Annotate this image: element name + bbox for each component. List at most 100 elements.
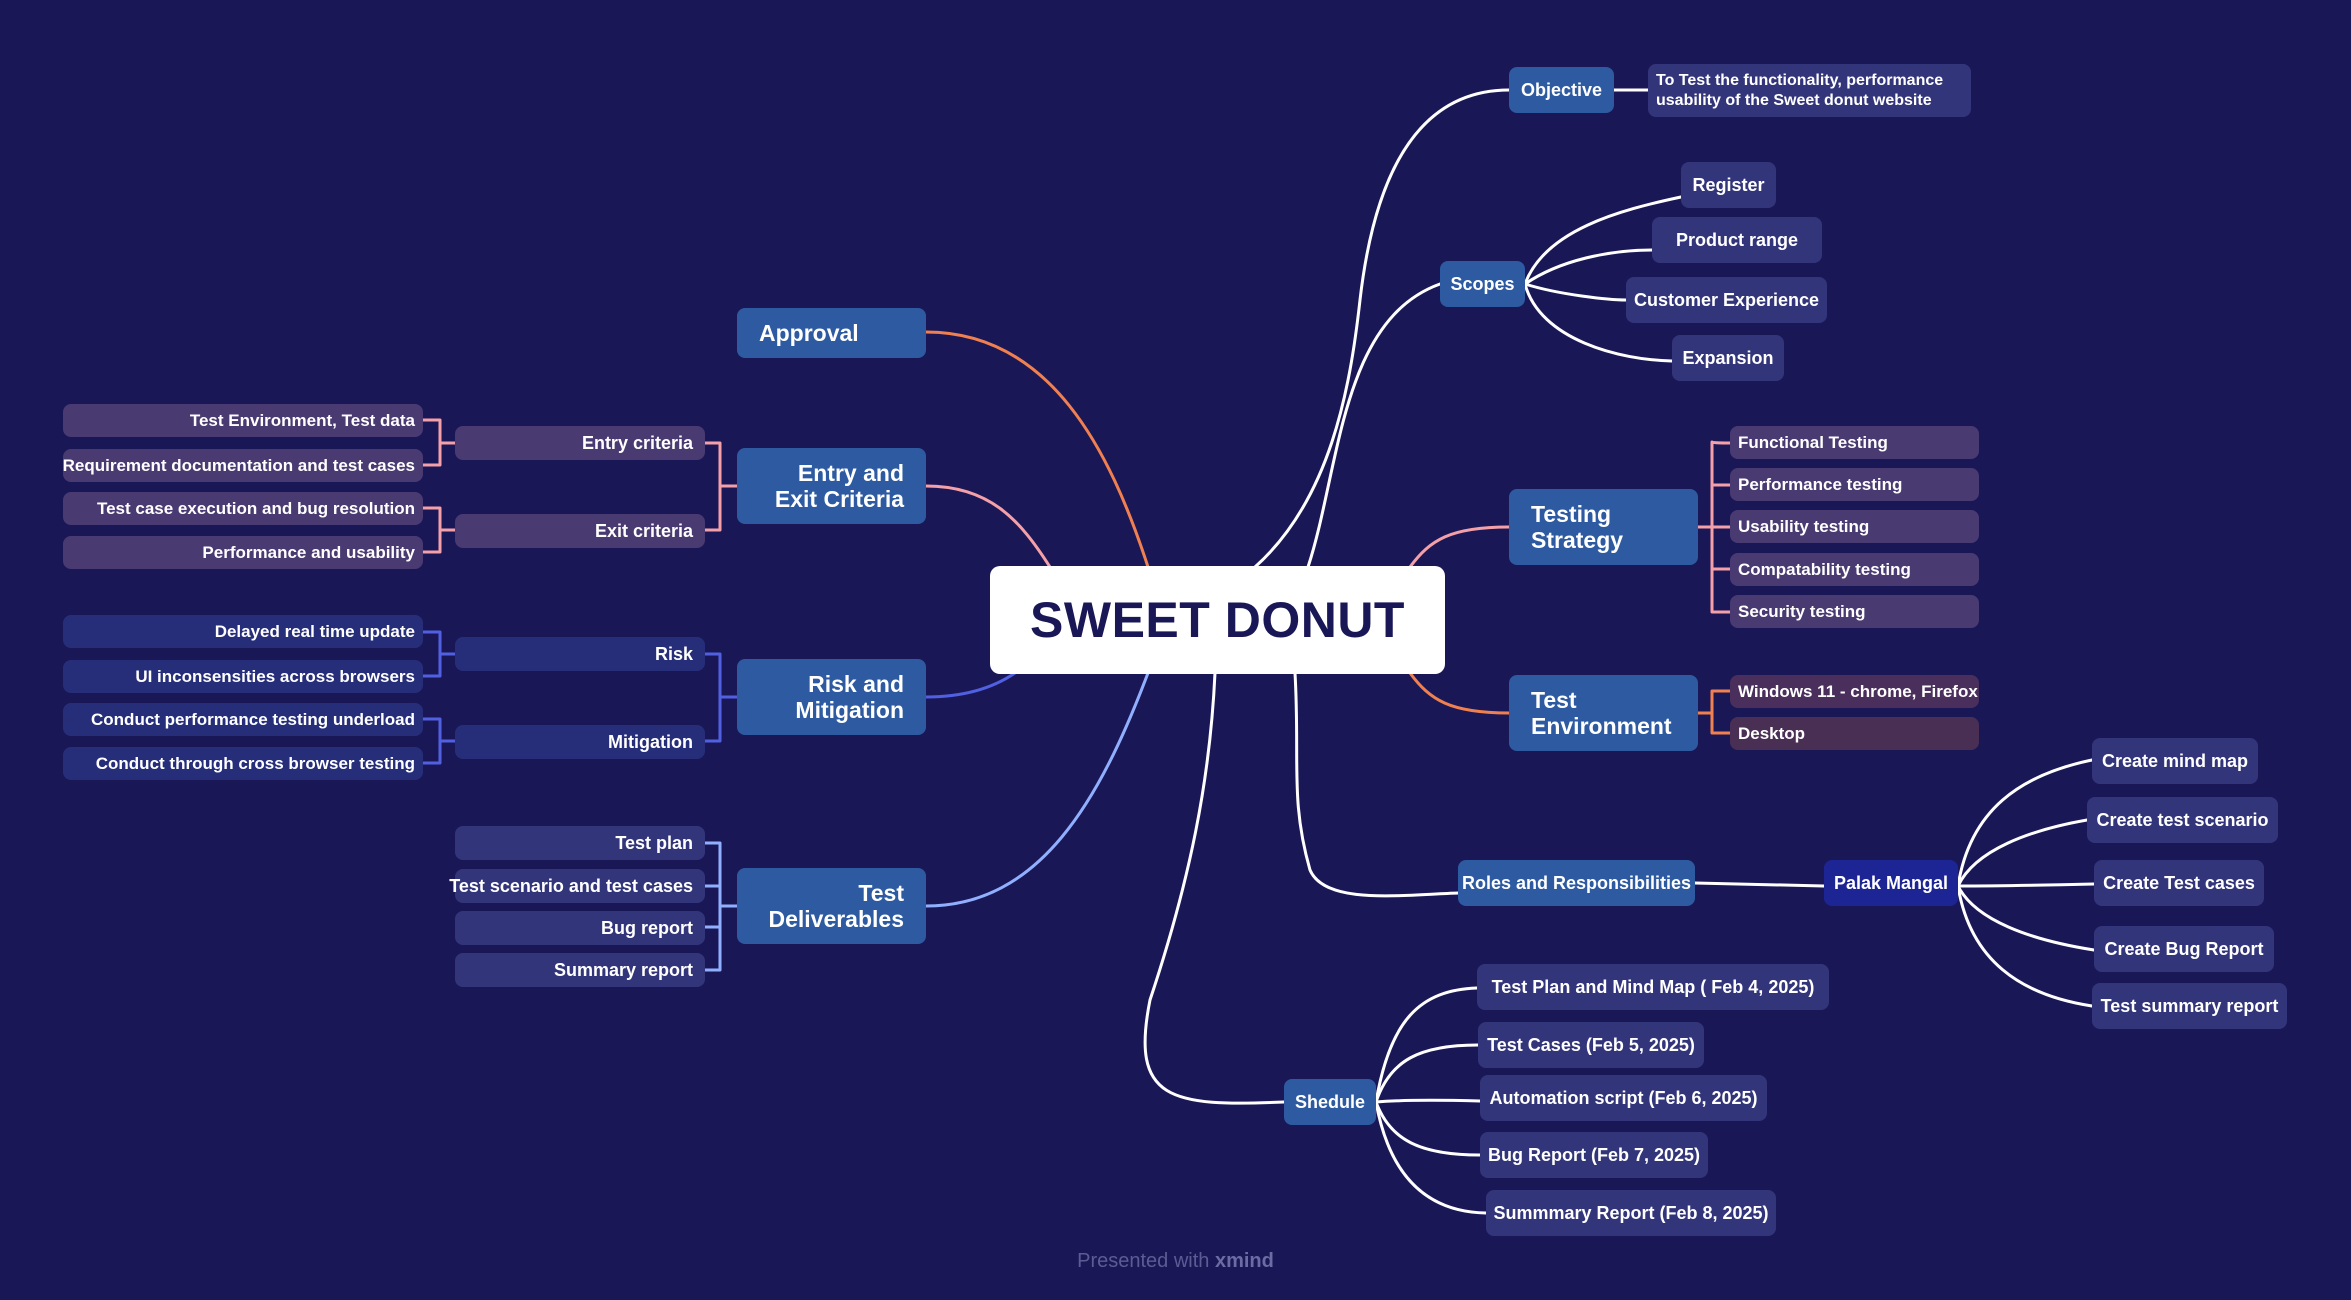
- schedule-item-4[interactable]: Bug Report (Feb 7, 2025): [1480, 1132, 1708, 1178]
- test-environment-node[interactable]: Test Environment: [1509, 675, 1698, 751]
- risk-item-2[interactable]: UI inconsensities across browsers: [63, 660, 423, 693]
- scopes-node[interactable]: Scopes: [1440, 261, 1525, 307]
- exit-item-1-label: Test case execution and bug resolution: [96, 498, 415, 518]
- link-scopes: [1306, 282, 1442, 569]
- mitigation-label: Mitigation: [608, 731, 693, 752]
- risk-mitigation-label-line2: Mitigation: [795, 697, 904, 723]
- deliverables-label: Test Deliverables: [768, 880, 904, 932]
- task-create-test-scenario[interactable]: Create test scenario: [2087, 797, 2278, 843]
- schedule-item-5[interactable]: Summmary Report (Feb 8, 2025): [1486, 1190, 1776, 1236]
- deliverables-label-line1: Test: [858, 880, 904, 906]
- mitigation-node[interactable]: Mitigation: [455, 725, 705, 759]
- entry-item-1-label: Test Environment, Test data: [189, 410, 415, 430]
- objective-detail-text: To Test the functionality, performance u…: [1656, 71, 1943, 111]
- deliverable-item-4[interactable]: Summary report: [455, 953, 705, 987]
- link-strategy: [1408, 525, 1511, 569]
- schedule-item-5-label: Summmary Report (Feb 8, 2025): [1493, 1202, 1769, 1223]
- testing-strategy-label-line2: Strategy: [1531, 527, 1624, 553]
- strategy-item-functional[interactable]: Functional Testing: [1730, 426, 1979, 459]
- schedule-item-3-label: Automation script (Feb 6, 2025): [1489, 1087, 1758, 1108]
- testing-strategy-node[interactable]: Testing Strategy: [1509, 489, 1698, 565]
- task-create-mind-map[interactable]: Create mind map: [2092, 738, 2258, 784]
- task-create-bug-report-label: Create Bug Report: [2104, 938, 2264, 959]
- scope-item-expansion[interactable]: Expansion: [1672, 335, 1784, 381]
- environment-item-desktop[interactable]: Desktop: [1730, 717, 1979, 750]
- person-node[interactable]: Palak Mangal: [1824, 860, 1958, 906]
- schedule-item-2-label: Test Cases (Feb 5, 2025): [1487, 1034, 1695, 1055]
- risk-mitigation-label: Risk and Mitigation: [795, 671, 904, 723]
- exit-item-2[interactable]: Performance and usability: [63, 536, 423, 569]
- schedule-label: Shedule: [1295, 1091, 1366, 1112]
- exit-item-1[interactable]: Test case execution and bug resolution: [63, 492, 423, 525]
- task-create-bug-report[interactable]: Create Bug Report: [2094, 926, 2274, 972]
- scope-item-customer-experience-label: Customer Experience: [1633, 289, 1820, 310]
- objective-detail[interactable]: To Test the functionality, performance u…: [1648, 64, 1971, 117]
- entry-exit-label: Entry and Exit Criteria: [775, 460, 904, 512]
- deliverable-item-2[interactable]: Test scenario and test cases: [449, 869, 705, 903]
- environment-item-windows[interactable]: Windows 11 - chrome, Firefox: [1730, 675, 1979, 708]
- deliverable-item-4-label: Summary report: [553, 959, 693, 980]
- link-schedule: [1143, 671, 1286, 1105]
- link-entry-exit: [924, 484, 1052, 569]
- test-environment-label-line1: Test: [1531, 687, 1577, 713]
- objective-detail-line2: usability of the Sweet donut website: [1656, 91, 1932, 109]
- approval-node[interactable]: Approval: [737, 308, 926, 358]
- strategy-item-performance[interactable]: Performance testing: [1730, 468, 1979, 501]
- central-topic[interactable]: SWEET DONUT: [990, 566, 1445, 674]
- task-test-summary-report[interactable]: Test summary report: [2092, 983, 2287, 1029]
- link-roles: [1293, 671, 1460, 898]
- xmind-brand: xmind: [1214, 1250, 1274, 1272]
- objective-node[interactable]: Objective: [1509, 67, 1614, 113]
- schedule-item-1[interactable]: Test Plan and Mind Map ( Feb 4, 2025): [1477, 964, 1829, 1010]
- exit-item-2-label: Performance and usability: [202, 542, 415, 562]
- entry-exit-label-line2: Exit Criteria: [774, 486, 904, 512]
- strategy-item-security[interactable]: Security testing: [1730, 595, 1979, 628]
- deliverables-node[interactable]: Test Deliverables: [737, 868, 926, 944]
- link-objective: [1253, 88, 1511, 569]
- entry-item-2-label: Requirement documentation and test cases: [62, 455, 415, 475]
- entry-criteria-node[interactable]: Entry criteria: [455, 426, 705, 460]
- mitigation-item-2[interactable]: Conduct through cross browser testing: [63, 747, 423, 780]
- schedule-item-1-label: Test Plan and Mind Map ( Feb 4, 2025): [1491, 976, 1815, 997]
- testing-strategy-label-line1: Testing: [1531, 501, 1612, 527]
- risk-mitigation-node[interactable]: Risk and Mitigation: [737, 659, 926, 735]
- link-deliverables: [924, 671, 1150, 908]
- schedule-item-3[interactable]: Automation script (Feb 6, 2025): [1480, 1075, 1767, 1121]
- roles-label: Roles and Responsibilities: [1461, 872, 1692, 893]
- risk-item-1[interactable]: Delayed real time update: [63, 615, 423, 648]
- task-create-test-cases[interactable]: Create Test cases: [2094, 860, 2264, 906]
- environment-item-desktop-label: Desktop: [1738, 723, 1806, 743]
- schedule-node[interactable]: Shedule: [1284, 1079, 1376, 1125]
- strategy-item-security-label: Security testing: [1738, 601, 1866, 621]
- person-label: Palak Mangal: [1833, 872, 1949, 893]
- entry-item-2[interactable]: Requirement documentation and test cases: [63, 449, 423, 482]
- scope-item-product-range[interactable]: Product range: [1652, 217, 1822, 263]
- mitigation-item-1[interactable]: Conduct performance testing underload: [63, 703, 423, 736]
- deliverable-item-1[interactable]: Test plan: [455, 826, 705, 860]
- schedule-item-2[interactable]: Test Cases (Feb 5, 2025): [1478, 1022, 1704, 1068]
- task-create-test-cases-label: Create Test cases: [2103, 872, 2255, 893]
- strategy-item-functional-label: Functional Testing: [1738, 432, 1888, 452]
- scope-item-register-label: Register: [1692, 174, 1765, 195]
- scopes-label: Scopes: [1450, 273, 1515, 294]
- entry-exit-node[interactable]: Entry and Exit Criteria: [737, 448, 926, 524]
- approval-label: Approval: [759, 320, 859, 346]
- risk-node[interactable]: Risk: [455, 637, 705, 671]
- deliverable-item-2-label: Test scenario and test cases: [449, 875, 693, 896]
- exit-criteria-node[interactable]: Exit criteria: [455, 514, 705, 548]
- scope-item-customer-experience[interactable]: Customer Experience: [1626, 277, 1827, 323]
- task-test-summary-report-label: Test summary report: [2100, 995, 2279, 1016]
- strategy-item-usability[interactable]: Usability testing: [1730, 510, 1979, 543]
- deliverable-item-3[interactable]: Bug report: [455, 911, 705, 945]
- mitigation-item-1-label: Conduct performance testing underload: [91, 709, 415, 729]
- roles-node[interactable]: Roles and Responsibilities: [1458, 860, 1695, 906]
- task-create-mind-map-label: Create mind map: [2101, 750, 2249, 771]
- scope-item-expansion-label: Expansion: [1682, 347, 1774, 368]
- objective-detail-line1: To Test the functionality, performance: [1656, 71, 1944, 89]
- scope-item-register[interactable]: Register: [1681, 162, 1776, 208]
- strategy-item-compatability[interactable]: Compatability testing: [1730, 553, 1979, 586]
- entry-item-1[interactable]: Test Environment, Test data: [63, 404, 423, 437]
- deliverable-item-3-label: Bug report: [601, 917, 693, 938]
